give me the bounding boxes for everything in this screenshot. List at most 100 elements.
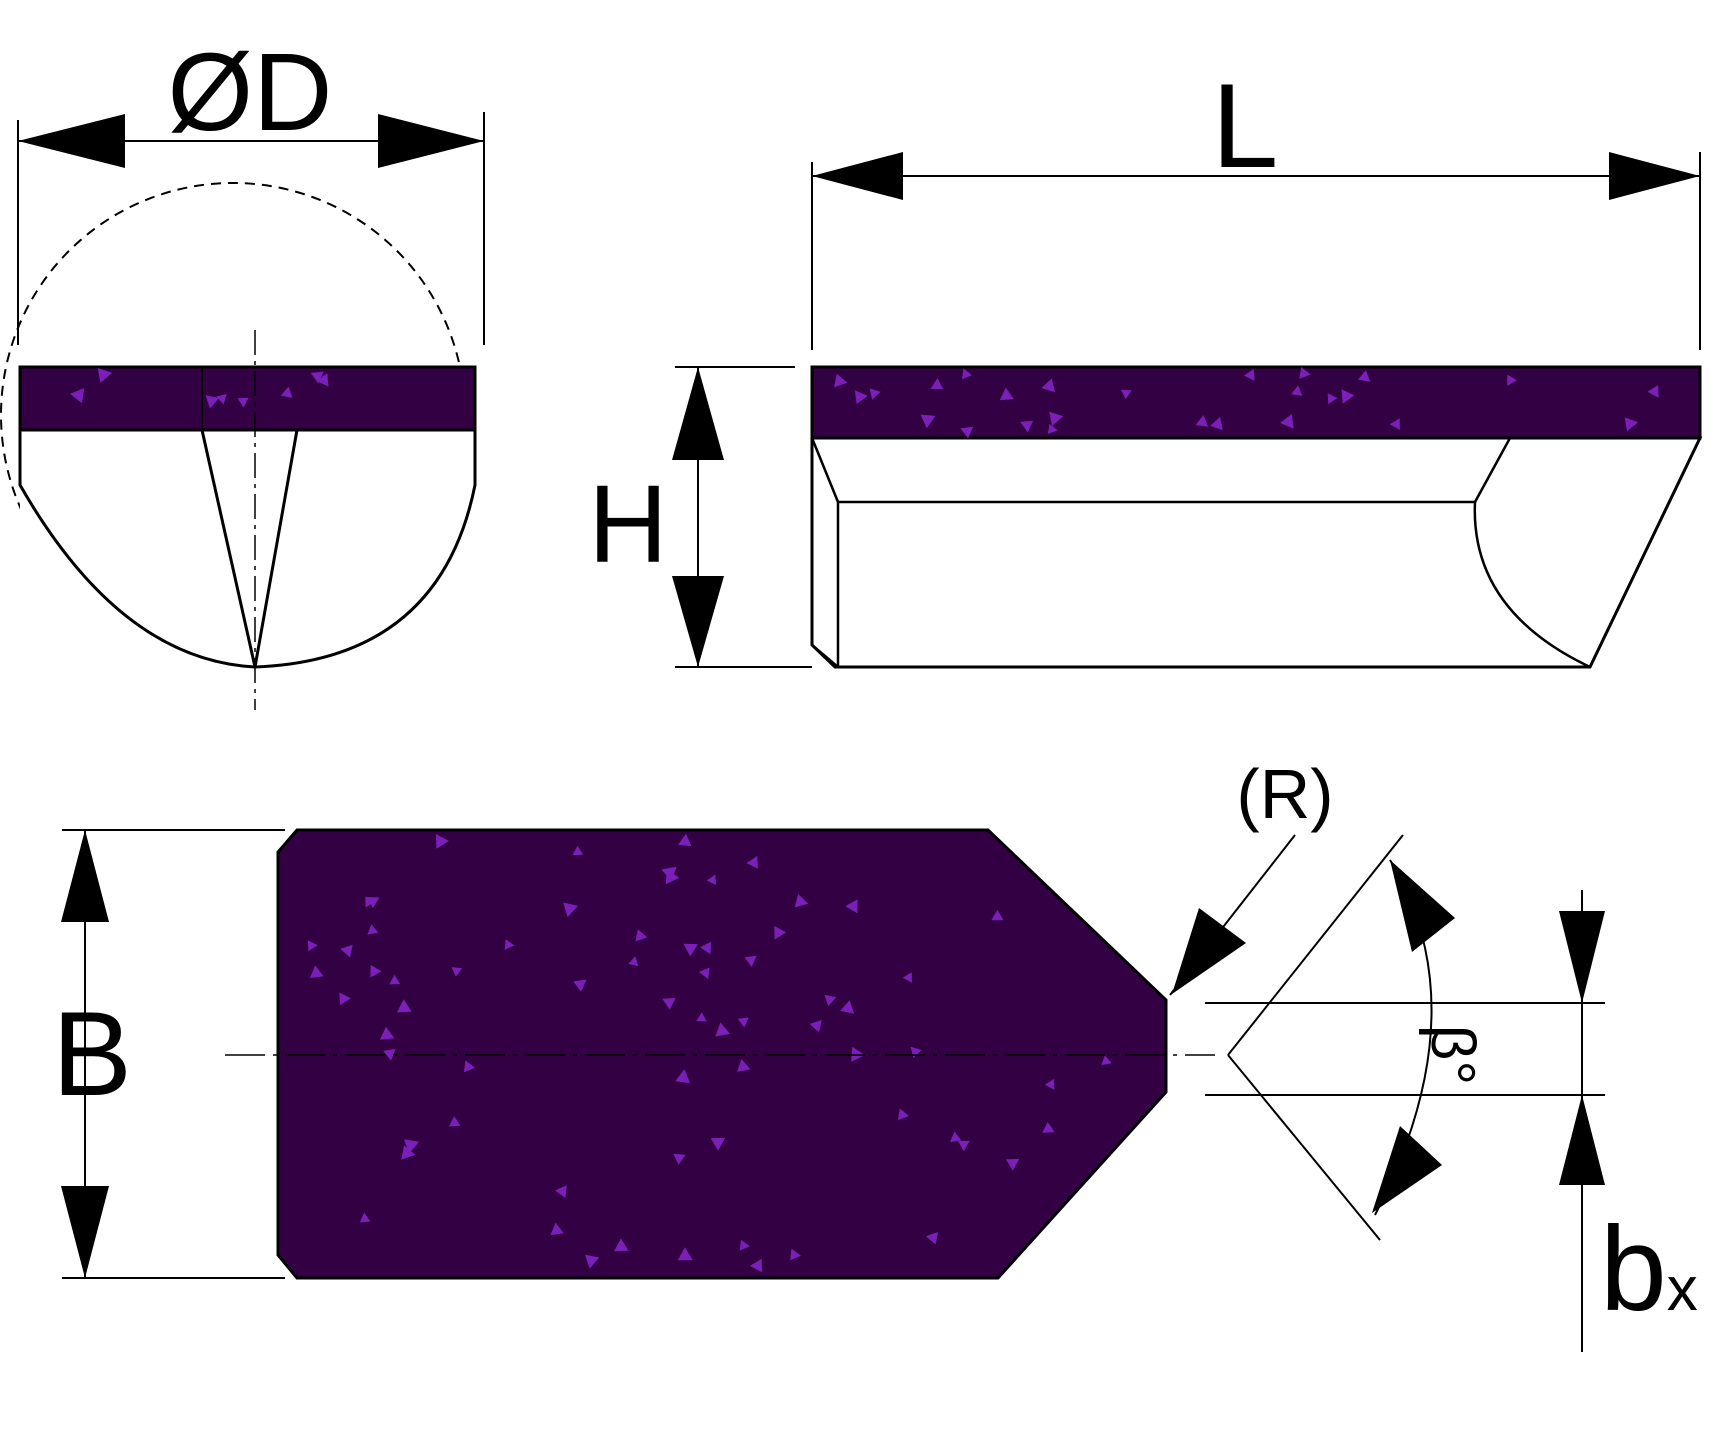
chamfer-arrow-bottom [1559,1095,1605,1185]
diamond-grain [1195,415,1209,427]
diamond-grain [1041,378,1055,393]
diamond-grain [774,926,787,940]
diamond-grain [1020,420,1034,433]
diamond-grain [737,1059,751,1072]
diamond-grain [380,1026,395,1040]
diamond-grain [97,367,113,383]
diamond-grain [448,1116,461,1127]
diamond-grain [451,967,463,977]
diamond-grain [403,1139,420,1154]
diamond-grain [1647,385,1659,398]
diamond-grain [926,1232,939,1245]
diamond-grain [550,1222,564,1236]
diamond-grain [307,940,318,952]
diamond-grain [401,1145,416,1160]
diamond-grain [683,943,698,957]
side-view: L H [588,59,1703,669]
radius-arrow [1172,908,1246,994]
diamond-grain [370,964,382,978]
diamond-grain [340,944,353,958]
diamond-grain [739,1239,750,1251]
diamond-grain [834,373,848,388]
diamond-grain [1327,393,1338,405]
top-view-pcd-tip [276,828,1168,1280]
length-label: L [1212,59,1279,193]
diamond-grain [1341,389,1355,404]
diamond-grain [960,426,974,439]
diamond-grain [1120,389,1132,400]
diamond-grain [991,909,1004,921]
radius-label: (R) [1236,755,1333,833]
height-label: H [588,463,667,586]
diamond-grain [750,1258,762,1273]
diamond-grain [280,386,293,398]
diamond-grain [673,1153,686,1165]
diamond-grain [845,899,858,914]
diamond-grain [957,1140,970,1152]
diamond-grain [205,395,220,409]
angle-label: β° [1418,1025,1487,1085]
diamond-grain [383,1048,396,1061]
diamond-grain [1299,367,1311,379]
diamond-grain [628,956,639,967]
side-view-pcd-band [810,365,1702,440]
diamond-grain [555,1185,567,1198]
angle-arrow-top [1390,860,1455,952]
diamond-grain [573,979,587,992]
diamond-grain [316,373,329,387]
diamond-grain [715,1022,730,1037]
diamond-grain [1507,374,1517,386]
diamond-grain [1044,1078,1055,1090]
chamfer-arrow-top [1559,911,1605,1003]
diamond-grain [614,1238,629,1252]
diamond-grain [1357,370,1371,382]
diamond-grain [920,414,936,429]
diamond-grain [359,1212,371,1223]
diamond-grain [1047,423,1058,434]
diamond-grain [930,378,944,390]
diamond-grain [824,994,837,1007]
diamond-grain [746,856,758,869]
diameter-arrow-right [378,114,484,168]
diamond-grain [700,941,712,955]
diamond-grain [790,1248,801,1261]
diamond-grain [463,1060,475,1073]
diamond-grain [309,965,324,978]
width-label: B [52,987,132,1121]
width-arrow-bottom [61,1186,109,1278]
diamond-grain [70,388,85,404]
diamond-grain [675,1069,691,1084]
end-view: ØD [0,31,485,710]
diamond-grain [840,1000,855,1014]
diamond-grain [950,1131,962,1143]
diamond-grain [585,1254,600,1269]
diamond-grain [310,371,324,384]
diamond-grain [677,1247,693,1261]
diamond-grain [396,999,412,1013]
diamond-grain [1280,414,1294,429]
diamond-grain [389,974,401,985]
diamond-grain [999,387,1014,401]
diamond-grain [504,939,515,950]
diamond-grain [869,388,881,400]
diamond-grain [1210,417,1223,431]
diamond-grain [339,992,351,1006]
diamond-grain [851,1046,865,1062]
diameter-label: ØD [168,31,333,154]
diamond-grain [635,929,648,942]
diamond-grain [1291,385,1303,396]
diamond-grain [367,924,379,935]
top-view: B (R) β° bx [52,755,1698,1352]
diamond-grain [1049,411,1064,427]
diamond-grain [710,1137,726,1151]
diamond-grain [962,368,972,380]
diamond-grain [216,394,227,405]
diamond-grain [706,874,717,885]
side-view-body [810,436,1703,669]
diamond-grain [698,967,710,980]
diamond-grain [1389,418,1400,430]
chamfer-label: bx [1600,1202,1698,1336]
diamond-grain [854,390,868,405]
diamond-grain [696,1012,707,1022]
